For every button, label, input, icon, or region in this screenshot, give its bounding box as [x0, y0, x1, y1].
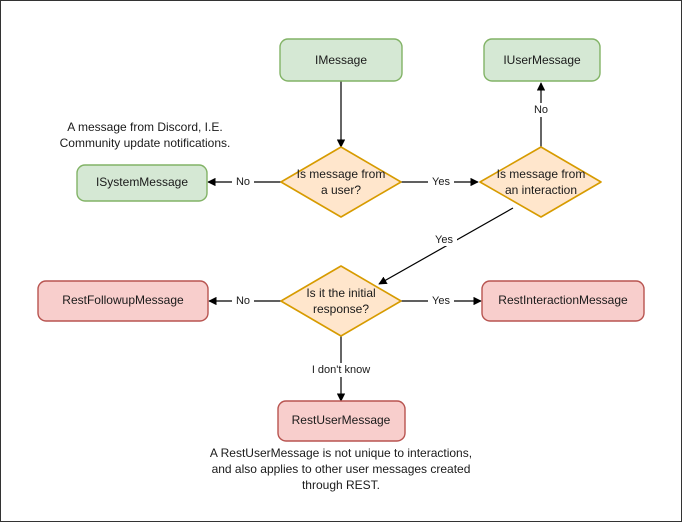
- edge-user-question-no-to-isystemmessage: No: [207, 174, 282, 188]
- edge-label-yes-interaction: Yes: [432, 176, 450, 188]
- node-restusermessage[interactable]: RestUserMessage: [277, 400, 406, 442]
- node-label-user-question-line2: a user?: [321, 183, 361, 197]
- node-imessage[interactable]: IMessage: [279, 38, 403, 82]
- note-rest-user-message-line3: through REST.: [302, 478, 380, 492]
- edge-label-yes-initial: Yes: [435, 234, 453, 246]
- node-label-restfollowupmessage: RestFollowupMessage: [62, 293, 184, 307]
- edge-label-no-usermessage: No: [534, 104, 548, 116]
- note-rest-user-message: A RestUserMessage is not unique to inter…: [210, 446, 472, 492]
- edge-label-yes-restinteraction: Yes: [432, 295, 450, 307]
- node-restinteractionmessage[interactable]: RestInteractionMessage: [481, 280, 645, 322]
- edge-user-question-yes-to-interaction-question: Yes: [401, 174, 479, 188]
- node-label-restusermessage: RestUserMessage: [292, 413, 391, 427]
- note-rest-user-message-line1: A RestUserMessage is not unique to inter…: [210, 446, 472, 460]
- edge-label-no-followup: No: [236, 295, 250, 307]
- node-label-iusermessage: IUserMessage: [503, 53, 581, 67]
- edge-initial-response-no-to-restfollowupmessage: No: [208, 293, 282, 307]
- node-label-restinteractionmessage: RestInteractionMessage: [498, 293, 628, 307]
- node-label-user-question-line1: Is message from: [297, 167, 386, 181]
- node-label-interaction-question-line1: Is message from: [497, 167, 586, 181]
- node-label-isystemmessage: ISystemMessage: [96, 175, 188, 189]
- note-system-message-line2: Community update notifications.: [60, 136, 231, 150]
- edge-initial-response-idontknow-to-restusermessage: I don't know: [300, 336, 382, 402]
- edge-interaction-question-yes-to-initial-response: Yes: [378, 207, 514, 285]
- node-is-message-from-an-interaction[interactable]: Is message from an interaction: [479, 146, 602, 218]
- node-is-message-from-a-user[interactable]: Is message from a user?: [280, 146, 402, 218]
- node-label-initial-response-line2: response?: [313, 302, 369, 316]
- node-isystemmessage[interactable]: ISystemMessage: [76, 164, 208, 202]
- node-label-interaction-question-line2: an interaction: [505, 183, 577, 197]
- edge-label-no-system: No: [236, 176, 250, 188]
- node-restfollowupmessage[interactable]: RestFollowupMessage: [37, 280, 209, 322]
- edge-interaction-question-no-to-iusermessage: No: [530, 82, 552, 147]
- node-label-initial-response-line1: Is it the initial: [306, 286, 375, 300]
- node-iusermessage[interactable]: IUserMessage: [483, 38, 601, 82]
- node-is-it-the-initial-response[interactable]: Is it the initial response?: [280, 265, 402, 337]
- edge-initial-response-yes-to-restinteractionmessage: Yes: [401, 293, 482, 307]
- node-label-imessage: IMessage: [315, 53, 367, 67]
- note-rest-user-message-line2: and also applies to other user messages …: [212, 462, 471, 476]
- edge-label-idontknow: I don't know: [312, 364, 370, 376]
- note-system-message-line1: A message from Discord, I.E.: [67, 120, 222, 134]
- note-system-message: A message from Discord, I.E. Community u…: [60, 120, 231, 150]
